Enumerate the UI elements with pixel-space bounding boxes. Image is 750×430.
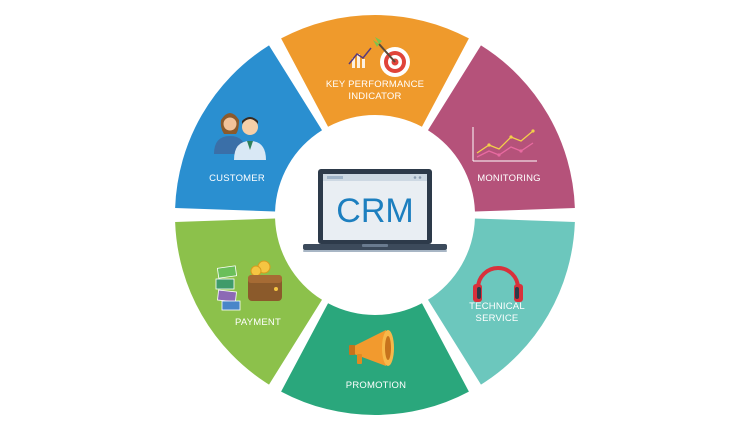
segment-label-line: CUSTOMER xyxy=(209,173,265,184)
line-chart-icon xyxy=(472,127,537,162)
segment-payment xyxy=(175,218,323,385)
segment-label-payment: PAYMENT xyxy=(235,317,281,328)
headphones-icon xyxy=(473,266,523,302)
segment-technical xyxy=(427,218,575,385)
segment-label-line: KEY PERFORMANCE xyxy=(326,79,424,90)
segment-label-line: SERVICE xyxy=(476,313,519,324)
segment-label-line: TECHNICAL xyxy=(469,301,525,312)
wallet-cash-icon xyxy=(215,260,282,311)
laptop-icon xyxy=(303,169,447,252)
segment-label-line: PROMOTION xyxy=(346,380,406,391)
segment-label-line: MONITORING xyxy=(477,173,541,184)
target-icon xyxy=(348,37,410,77)
segment-label-monitoring: MONITORING xyxy=(477,173,541,184)
segment-label-line: PAYMENT xyxy=(235,317,281,328)
segment-label-line: INDICATOR xyxy=(348,91,401,102)
customers-icon xyxy=(214,113,266,160)
segment-label-customer: CUSTOMER xyxy=(209,173,265,184)
megaphone-icon xyxy=(349,330,394,366)
segment-label-promotion: PROMOTION xyxy=(346,380,406,391)
segment-kpi xyxy=(281,15,469,127)
segment-monitoring xyxy=(427,45,575,212)
center-label: CRM xyxy=(336,192,413,230)
